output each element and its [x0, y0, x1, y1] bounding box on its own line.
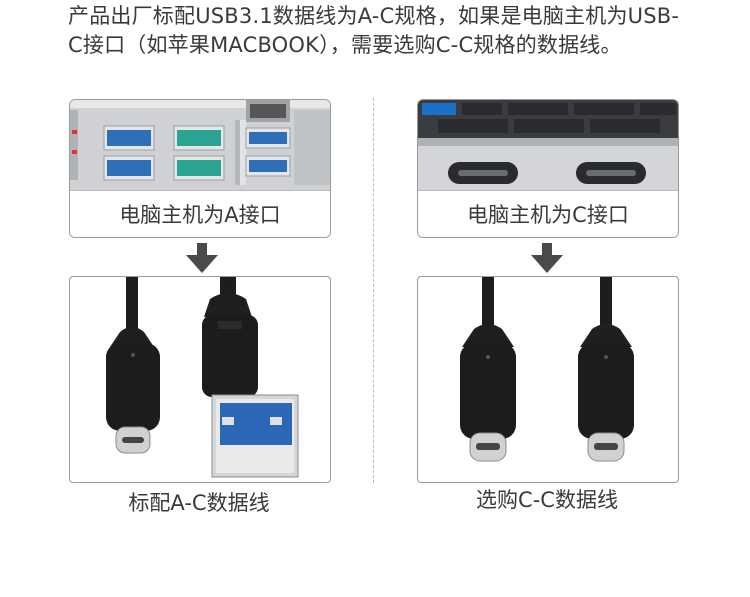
a-c-cable-caption: 标配A-C数据线 [128, 491, 270, 515]
down-arrow-icon [186, 243, 218, 273]
a-c-cable-photo [106, 277, 299, 478]
pc-c-port-card: 电脑主机为C接口 [417, 99, 679, 238]
dashed-divider [373, 98, 374, 483]
pc-a-port-card: 电脑主机为A接口 [69, 99, 331, 238]
c-c-cable-card [417, 276, 679, 483]
a-c-cable-card [69, 276, 331, 483]
pc-a-port-caption: 电脑主机为A接口 [70, 190, 330, 237]
c-c-cable-caption: 选购C-C数据线 [476, 488, 618, 512]
pc-c-port-caption: 电脑主机为C接口 [418, 190, 678, 237]
usb-a-ports-photo [70, 100, 330, 190]
intro-text: 产品出厂标配USB3.1数据线为A-C规格，如果是电脑主机为USB-C接口（如苹… [68, 4, 680, 57]
down-arrow-icon [531, 243, 563, 273]
usb-c-ports-photo [418, 100, 678, 190]
c-c-cable-photo [460, 277, 634, 462]
